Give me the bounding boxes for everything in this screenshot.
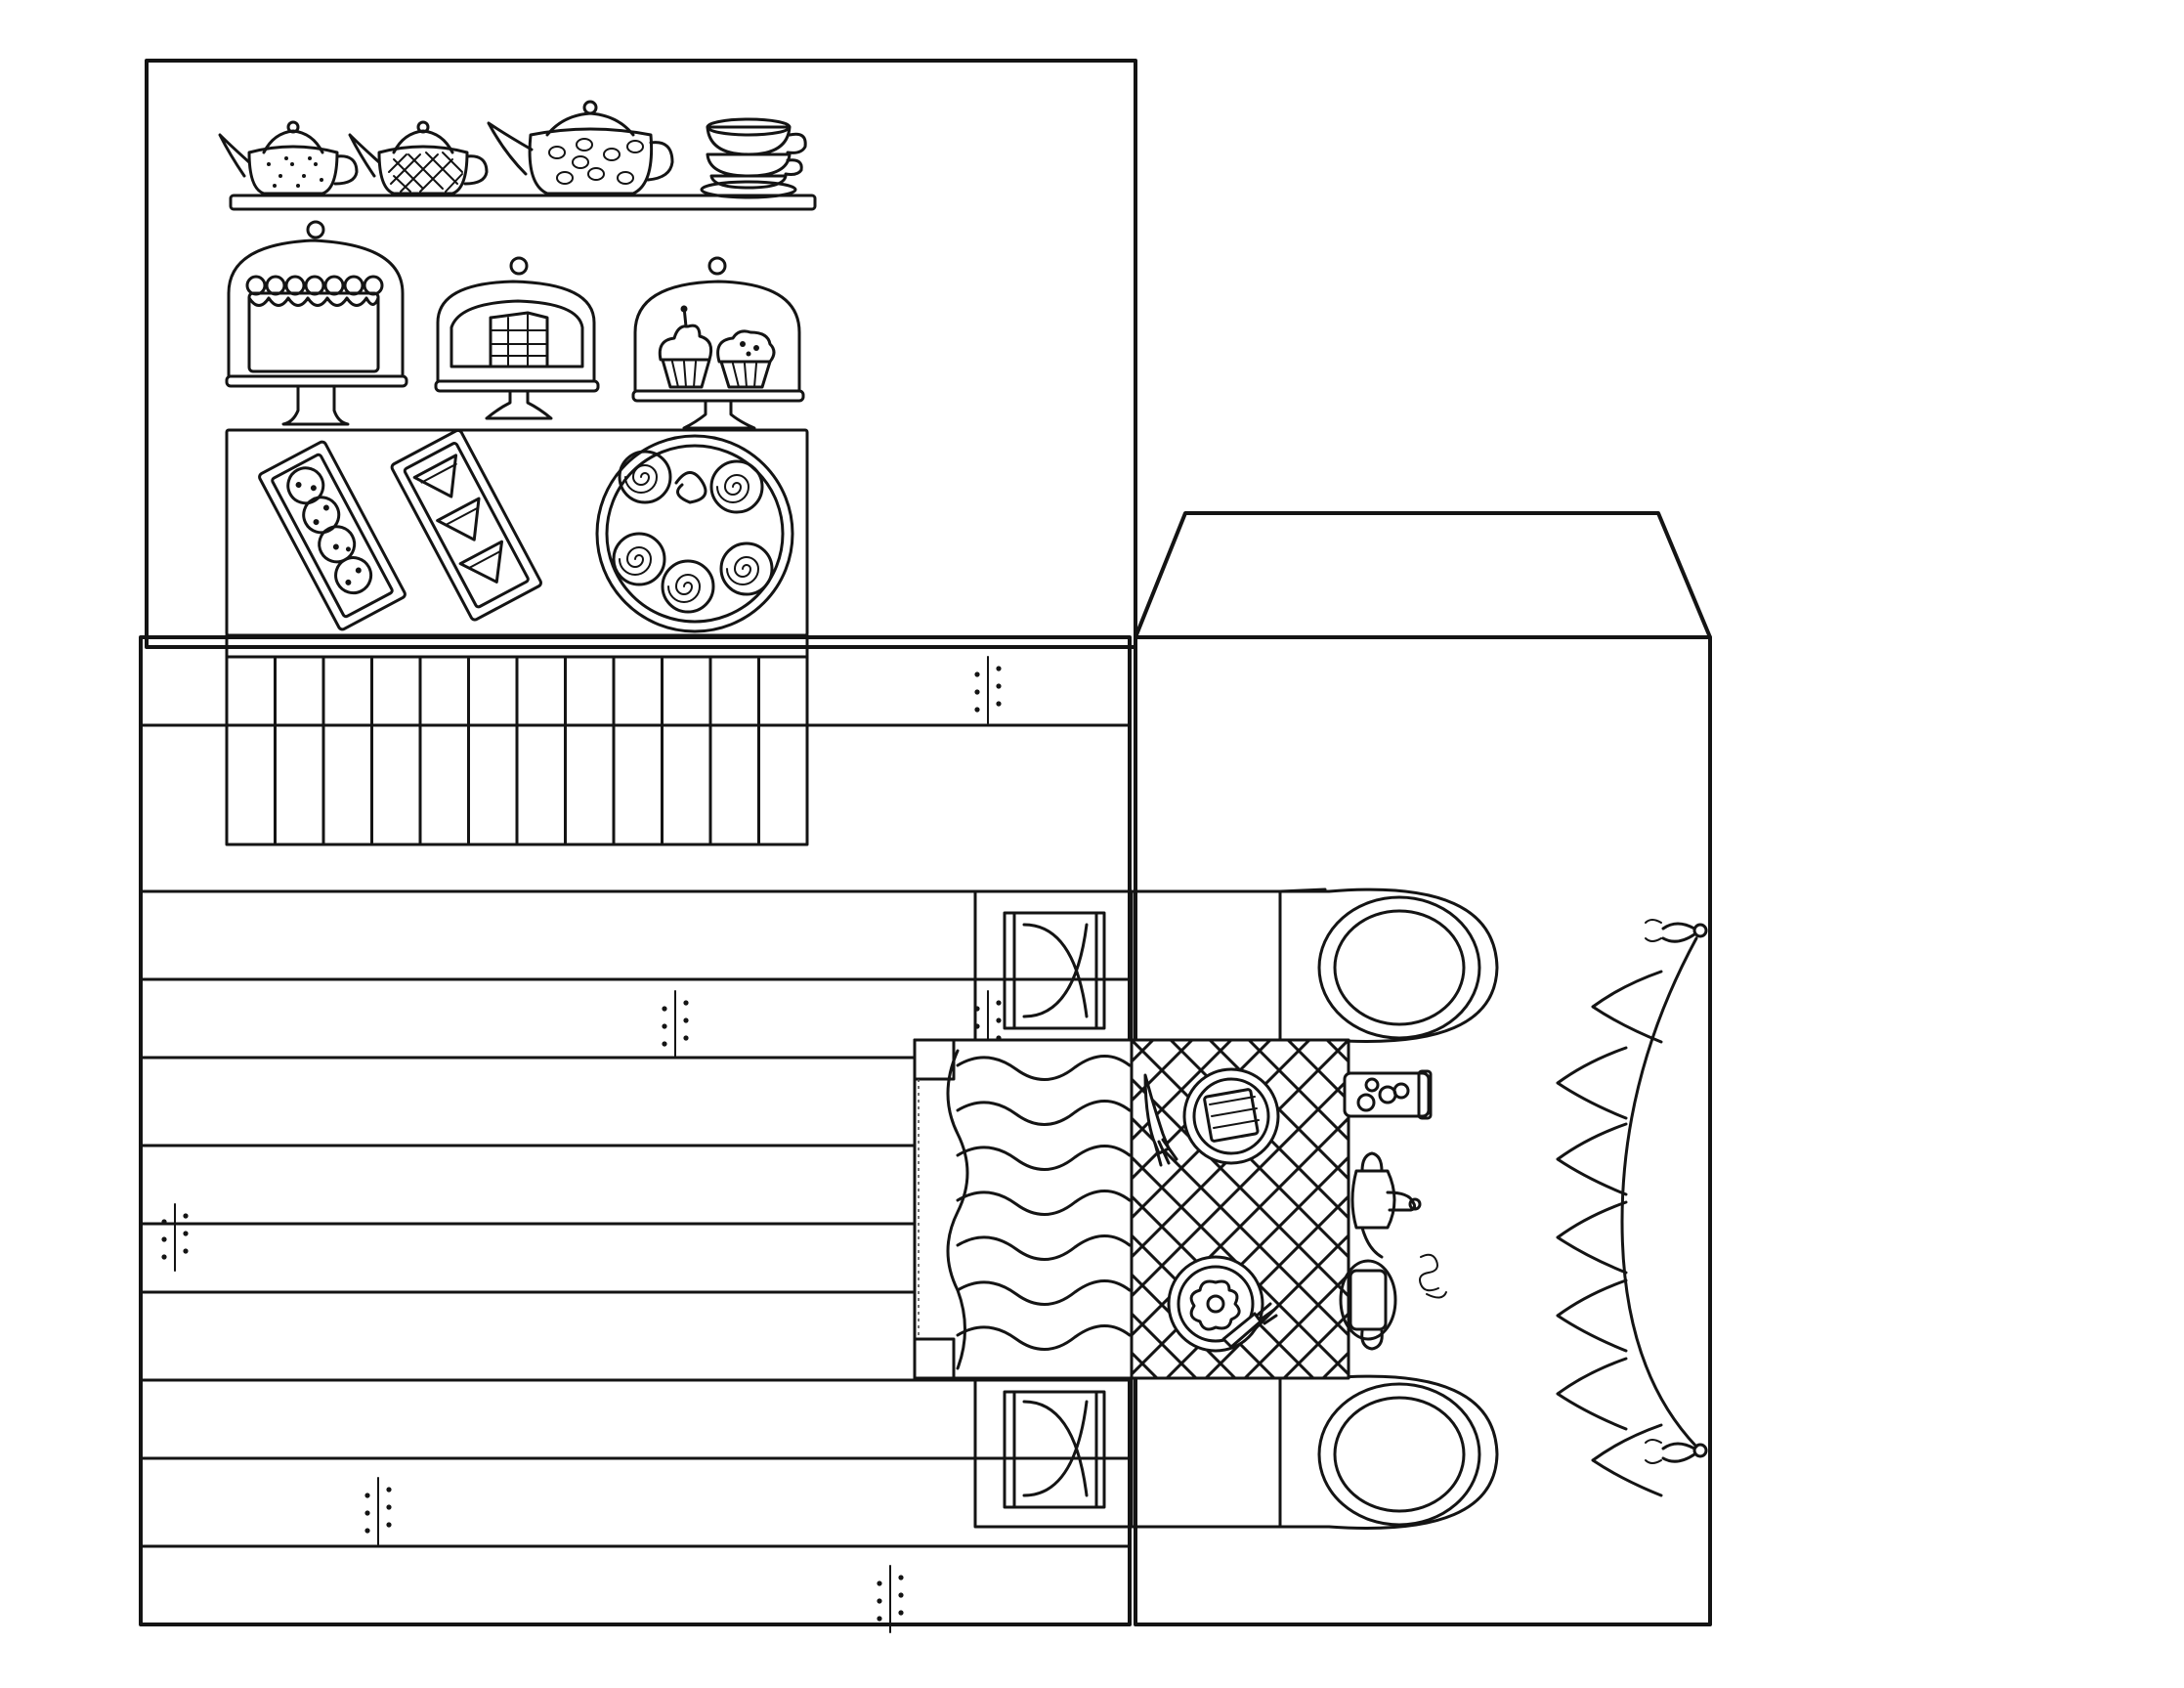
tablecloth-flap <box>913 1038 1134 1380</box>
teapot-icon <box>1350 1151 1422 1259</box>
sandwich-tray-icon <box>390 428 542 622</box>
polka-dot-teapot-icon <box>218 120 359 195</box>
ribbon-bow-icon <box>1645 919 1708 943</box>
chair-top-left <box>973 889 1132 1042</box>
cookie-plate-icon <box>1167 1255 1278 1353</box>
large-polka-dot-teapot-icon <box>487 100 674 195</box>
chair-bottom-left <box>973 1376 1132 1529</box>
cake-dome-row <box>225 220 805 430</box>
fork-icon <box>1143 1073 1178 1167</box>
table-and-chairs <box>913 887 1499 1530</box>
ribbon-bow-icon <box>1645 1439 1708 1464</box>
chair-bottom-right <box>1130 1374 1499 1530</box>
stacked-teacups-icon <box>700 117 807 199</box>
chair-top-right <box>1130 887 1499 1046</box>
sliced-cake-dome-icon <box>434 256 600 420</box>
cupcakes-dome-icon <box>631 256 805 430</box>
counter-front-panels <box>274 657 760 844</box>
cookie-tray-icon <box>258 440 407 631</box>
teapot-shelf <box>218 100 817 211</box>
cake-plate-icon <box>1182 1067 1280 1165</box>
layer-cake-dome-icon <box>225 220 408 426</box>
left-wall-panel <box>145 59 1137 649</box>
display-counter <box>225 428 809 846</box>
pastry-plate-icon <box>595 434 794 633</box>
tabletop <box>1130 1038 1447 1380</box>
checkered-teapot-icon <box>348 120 489 195</box>
sugar-jar-icon <box>1343 1069 1433 1120</box>
teacup-icon <box>1339 1253 1447 1351</box>
bunting-garland-icon <box>1556 919 1708 1497</box>
